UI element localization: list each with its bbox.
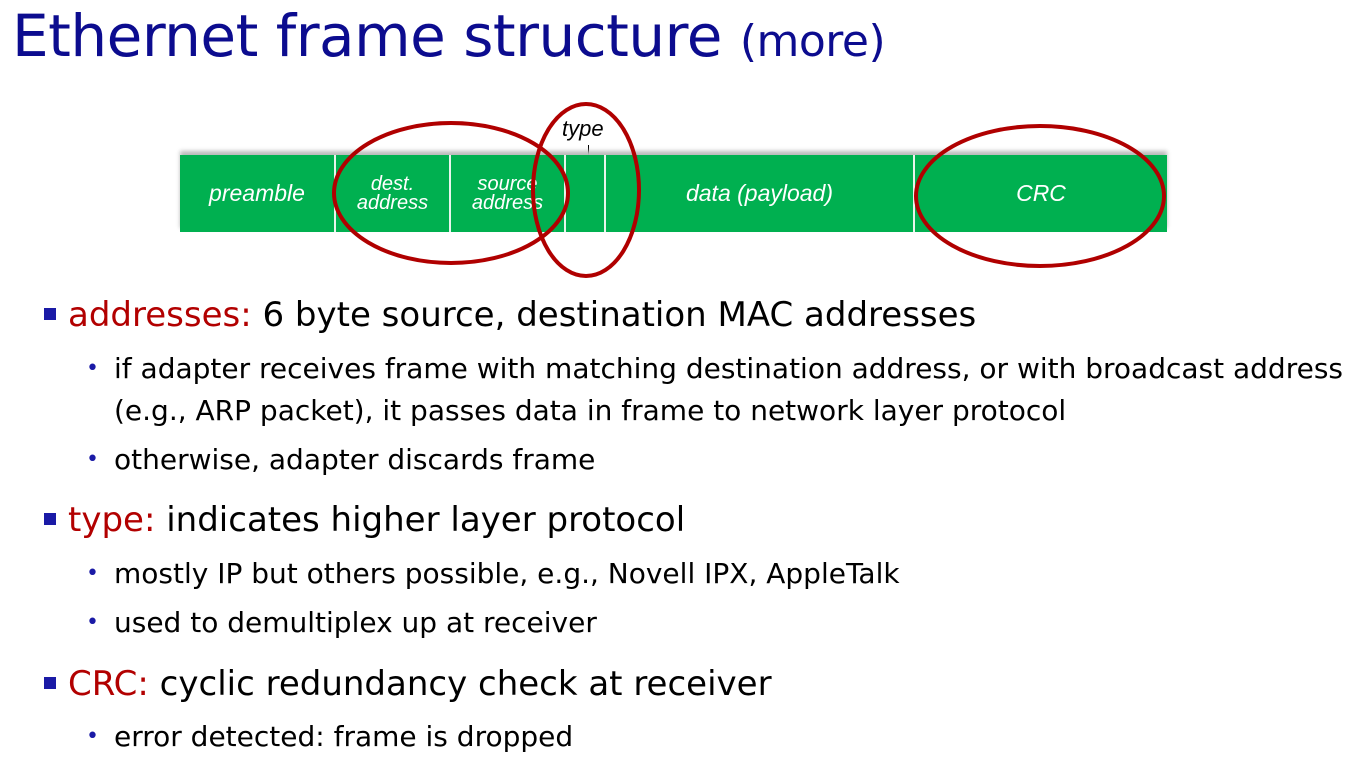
type-pointer	[588, 145, 589, 155]
bullet-crc: CRC: cyclic redundancy check at receiver	[44, 664, 772, 704]
sub-bullet: • used to demultiplex up at receiver	[86, 602, 597, 644]
sub-bullet: • otherwise, adapter discards frame	[86, 439, 595, 481]
square-bullet-icon	[44, 308, 56, 320]
slide-title: Ethernet frame structure (more)	[12, 2, 886, 70]
crc-highlight-ellipse	[914, 124, 1166, 268]
bullet-keyword: CRC:	[68, 664, 149, 704]
sub-bullet: • error detected: frame is dropped	[86, 716, 573, 758]
title-main: Ethernet frame structure	[12, 2, 722, 70]
sub-bullet-text: otherwise, adapter discards frame	[114, 443, 596, 476]
field-dest-address: dest. address	[336, 155, 451, 232]
bullet-keyword: addresses:	[68, 295, 252, 335]
square-bullet-icon	[44, 677, 56, 689]
sub-bullet: • mostly IP but others possible, e.g., No…	[86, 553, 900, 595]
square-bullet-icon	[44, 513, 56, 525]
field-crc: CRC	[1016, 180, 1066, 206]
bullet-keyword: type:	[68, 500, 156, 540]
type-label: type	[562, 116, 604, 141]
dot-bullet-icon: •	[86, 724, 99, 749]
bullet-type: type: indicates higher layer protocol	[44, 500, 685, 540]
dot-bullet-icon: •	[86, 610, 99, 635]
title-sub: (more)	[739, 16, 886, 67]
dot-bullet-icon: •	[86, 561, 99, 586]
bullet-text: 6 byte source, destination MAC addresses	[251, 295, 977, 335]
highlight-ellipses	[332, 102, 1166, 278]
bullet-text: cyclic redundancy check at receiver	[148, 664, 772, 704]
sub-bullet-text: mostly IP but others possible, e.g., Nov…	[114, 557, 900, 590]
field-source-address: source address	[451, 155, 566, 232]
field-type	[566, 155, 606, 232]
bullet-text: indicates higher layer protocol	[155, 500, 686, 540]
field-data-payload: data (payload)	[606, 155, 915, 232]
dot-bullet-icon: •	[86, 447, 99, 472]
address-highlight-ellipse	[332, 121, 570, 265]
sub-bullet-text: used to demultiplex up at receiver	[114, 606, 597, 639]
bullet-addresses: addresses: 6 byte source, destination MA…	[44, 295, 976, 335]
type-highlight-ellipse	[531, 102, 641, 278]
sub-bullet: • if adapter receives frame with matching…	[86, 348, 1346, 432]
sub-bullet-text: error detected: frame is dropped	[114, 720, 574, 753]
dot-bullet-icon: •	[86, 356, 99, 381]
sub-bullet-text: if adapter receives frame with matching …	[114, 352, 1344, 427]
